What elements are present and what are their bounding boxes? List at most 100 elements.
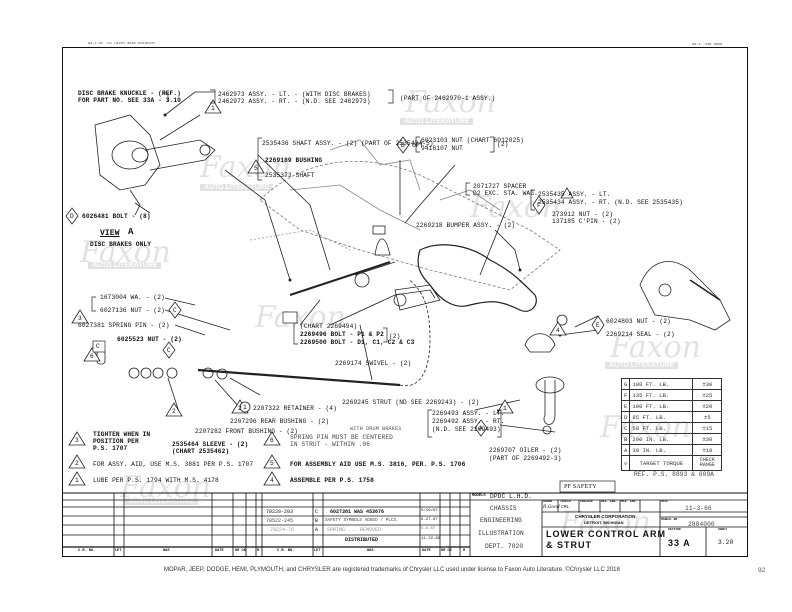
rev-header-date: DATE — [215, 549, 224, 553]
callout-bushing: 2269189 BUSHING — [265, 157, 323, 164]
callout-bumper: 2269218 BUMPER ASSY. - (2) — [416, 222, 516, 229]
note-text: FOR ASSEMBLY AID USE M.S. 3816, PER. P.S… — [290, 461, 466, 468]
callout-front-bushing: 2207282 FRONT BUSHING - (2) — [195, 428, 298, 435]
rev-let: C — [315, 509, 319, 515]
manual-label: MANUAL NO. — [661, 518, 680, 521]
diamond-f: F — [537, 202, 541, 209]
callout-nut-6024803: 6024803 NUT - (2) — [606, 318, 671, 325]
torque-key: F — [620, 389, 631, 401]
corp-name: CHRYSLER CORPORATION — [575, 514, 636, 519]
callout-oiler-2: (PART OF 2269492-3) — [489, 455, 562, 462]
rev-header-cr: C.R. NO. — [277, 549, 295, 553]
note-text: TIGHTEN WHEN IN — [93, 431, 151, 438]
torque-key: A — [620, 444, 631, 456]
callout-sleeve-1: 2535464 SLEEVE - (2) — [172, 441, 249, 448]
callout-seal: 2269214 SEAL - (2) — [606, 331, 675, 338]
diamond-a: A — [479, 425, 483, 432]
watermark-subtitle: AUTO LITERATURE — [200, 184, 274, 191]
note-triangle-4: 4 — [556, 327, 560, 334]
note-text: POSITION PER — [93, 438, 139, 445]
rev-header-let: LET — [314, 549, 321, 553]
torque-value: 85 FT. LB. — [629, 411, 694, 423]
diamond-b: B — [401, 142, 405, 149]
mfr-eng-label: MFR. ENG. — [621, 500, 638, 503]
callout-ctrl-lt: 2535435 ASSY. - LT. — [538, 191, 611, 198]
date-value: 11-3-66 — [685, 505, 712, 512]
diamond-d: D — [70, 213, 74, 220]
drawing-frame — [62, 47, 748, 557]
rev-was: 6027381 WAS 453676 — [330, 509, 385, 515]
torque-key: E — [620, 400, 631, 412]
torque-value: 50 FT. LB. — [629, 422, 694, 434]
watermark-logo: Faxon — [200, 150, 291, 185]
torque-key: G — [620, 378, 631, 390]
callout-cpin: 137185 C'PIN - (2) — [552, 218, 621, 225]
callout-knuckle-1: DISC BRAKE KNUCKLE - (REF.) — [78, 90, 181, 97]
callout-bolt-p: 2269496 BOLT - P1 & P2 — [300, 331, 384, 338]
section-label: SECTION — [668, 528, 681, 531]
torque-value: 135 FT. LB. — [629, 389, 694, 401]
torque-tol: ±20 — [692, 400, 723, 412]
note-triangle-5: 5 — [254, 165, 258, 172]
callout-shaft-assy: 2535436 SHAFT ASSY. - (2) (PART OF 25354… — [262, 140, 434, 147]
models-label: MODELS — [472, 494, 486, 498]
note-symbol: 2 — [75, 460, 79, 467]
drawing-title-line-2: & STRUT — [546, 540, 592, 550]
torque-key: C — [620, 422, 631, 434]
traced-by: CML — [561, 505, 570, 510]
manual-value: 2884000 — [688, 521, 715, 528]
callout-bolt-qty: (2) — [389, 333, 401, 340]
drawn-label: DRAWN — [543, 500, 553, 503]
watermark-logo: Faxon — [80, 235, 171, 270]
note-text: P.S. 1707 — [93, 445, 128, 452]
rev-date: 6-27-67 — [421, 518, 438, 522]
traced-label: TRACED — [560, 500, 571, 503]
torque-key: D — [620, 411, 631, 423]
callout-assy-rt: 2462972 ASSY. - RT. - (N.D. SEE 2462973) — [218, 98, 371, 105]
torque-key: B — [620, 433, 631, 445]
note-triangle-3: 3 — [78, 315, 82, 322]
sheet-label: SHEET — [718, 528, 728, 531]
rev-cr: 70220-203 — [266, 509, 294, 515]
rev-was: SAFETY SYMBOLS ADDED / PLCS. — [325, 518, 399, 523]
dept-line-3: ILLUSTRATION — [478, 530, 524, 537]
callout-drum-rt: 2269492 ASSY. - RT. — [432, 418, 505, 425]
note-symbol: 6 — [270, 437, 274, 444]
callout-ctrl-rt: 2535434 ASSY. - RT. (N.D. SEE 2535435) — [538, 199, 683, 206]
torque-tol: ±15 — [692, 422, 723, 434]
callout-nut-6027136: 6027136 NUT - (2) — [100, 307, 165, 314]
watermark-subtitle: AUTO LITERATURE — [605, 362, 679, 369]
torque-tol: ±5 — [692, 411, 723, 423]
callout-chart-2269494: (CHART 2269494) — [300, 323, 358, 330]
dept-line-4: DEPT. 7020 — [485, 543, 524, 550]
note-text: IN STRUT - WITHIN .06 — [290, 441, 371, 448]
models-value: DPDC L.H.D. — [490, 493, 532, 500]
callout-strut: 2269245 STRUT (ND SEE 2269243) - (2) — [342, 399, 480, 406]
dept-line-2: ENGINEERING — [480, 517, 522, 524]
callout-shaft: 2535373 SHAFT — [265, 172, 315, 179]
torque-tol: ±10 — [692, 444, 723, 456]
view-a-label: VIEW — [100, 229, 120, 238]
callout-nut-273912: 273912 NUT - (2) — [552, 211, 614, 218]
callout-retainer: 2207322 RETAINER - (4) — [253, 405, 337, 412]
rev-was: SPRING ... REMOVED — [327, 527, 382, 533]
rev-cr: 70224-76 — [270, 527, 295, 533]
box-c: C — [96, 343, 100, 350]
callout-oiler-1: 2269707 OILER - (2) — [489, 447, 562, 454]
callout-bolt-8: 6026481 BOLT - (8) — [82, 213, 151, 220]
callout-nut-6025523: 6025523 NUT - (2) — [117, 336, 182, 343]
rev-let: A — [315, 527, 319, 533]
note-triangle-1: 1 — [503, 405, 507, 412]
callout-sleeve-2: (CHART 2535462) — [172, 448, 230, 455]
torque-value: 30 IN. LB. — [629, 444, 694, 456]
circle-1: 1 — [243, 404, 247, 411]
torque-value: 200 IN. LB. — [629, 433, 694, 445]
rev-header-drck: DR CK — [441, 549, 452, 553]
torque-target-label: TARGET TORQUE — [629, 455, 694, 471]
